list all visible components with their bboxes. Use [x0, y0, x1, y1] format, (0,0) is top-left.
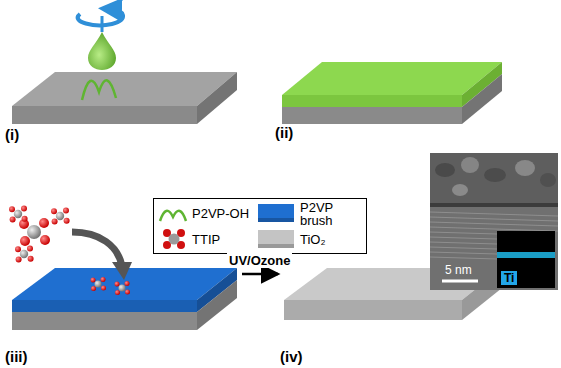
legend-text: P2VP brush	[300, 201, 362, 227]
deposit-arrowhead	[112, 262, 132, 280]
arrow-label: UV/Ozone	[227, 253, 292, 268]
legend-text: P2VP-OH	[192, 207, 249, 220]
step-label: (iii)	[5, 348, 28, 366]
legend-text: TiO₂	[300, 233, 326, 246]
element-map-label: Ti	[501, 271, 517, 285]
coated-slab	[282, 62, 502, 124]
substrate-slab	[12, 72, 237, 124]
legend-swatch	[258, 230, 294, 248]
spin-axis	[101, 16, 104, 32]
legend-sample	[162, 228, 186, 250]
ttip-molecules	[9, 206, 130, 295]
process-panel: (iv)	[280, 240, 507, 366]
tem-image	[430, 153, 558, 290]
legend-box: P2VP-OH P2VP brushTTIP TiO₂	[153, 198, 367, 254]
droplet	[88, 32, 116, 70]
process-panel: (ii)	[275, 40, 507, 142]
step-label: (iv)	[280, 348, 303, 366]
polymer-chain	[82, 80, 116, 100]
step-label: (i)	[5, 126, 19, 144]
deposit-arrow	[72, 232, 122, 266]
step-label: (ii)	[275, 124, 293, 142]
scale-bar-label: 5 nm	[445, 263, 472, 277]
process-panel: (i)	[5, 2, 245, 144]
legend-swatch	[258, 204, 294, 222]
spin-arrow	[78, 9, 123, 25]
process-arrow	[242, 273, 278, 276]
legend-text: TTIP	[192, 233, 220, 246]
legend-sample	[158, 203, 188, 223]
